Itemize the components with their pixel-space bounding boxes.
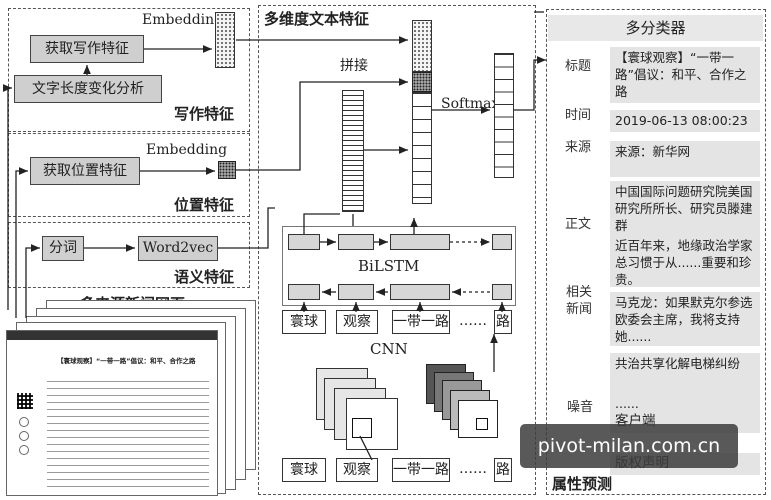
attr-value-noise: 共治共享化解电梯纠纷 <box>610 353 760 393</box>
attr-value-body-cont: 近百年来，地缘政治学家总习惯于从......重要和珍贵。 <box>610 235 760 287</box>
concat-vector-semantic <box>412 92 432 204</box>
attr-value-related: 马克龙：如果默克尔参选欧委会主席，我将支持她...... <box>610 292 760 346</box>
attr-value-noise-more: ...... <box>610 393 760 411</box>
softmax-output-vector <box>494 53 514 178</box>
bilstm-cell-f2 <box>338 234 374 250</box>
concat-label: 拼接 <box>340 58 368 74</box>
writing-extract-box: 获取写作特征 <box>30 35 144 63</box>
bilstm-block <box>282 226 516 306</box>
bilstm-label: BiLSTM <box>358 257 420 275</box>
bilstm-cell-f1 <box>288 234 320 250</box>
attr-value-source: 来源：新华网 <box>610 141 760 177</box>
article-text-lines <box>47 381 209 489</box>
position-embedding-label: Embedding <box>146 142 228 158</box>
classifier-panel <box>546 9 766 495</box>
attr-value-body: 中国国际问题研究院美国研究所所长、研究员滕建群 <box>610 181 760 235</box>
top-token-2: 观察 <box>336 310 378 334</box>
attr-key-source: 来源 <box>565 140 592 155</box>
attribute-prediction-title: 属性预测 <box>552 475 613 493</box>
attr-key-time: 时间 <box>565 108 592 123</box>
bottom-token-5: 路 <box>494 458 512 482</box>
bilstm-cell-b2 <box>338 284 374 300</box>
share-icon-2 <box>19 431 29 441</box>
concat-vector-writing <box>412 20 432 72</box>
news-page-headline: 【寰球观察】“一带一路”倡议：和平、合作之路 <box>57 357 196 365</box>
attr-key-noise: 噪音 <box>567 400 594 415</box>
classifier-title: 多分类器 <box>548 15 763 41</box>
top-token-3: 一带一路 <box>392 310 450 334</box>
position-feature-title: 位置特征 <box>174 196 235 214</box>
bottom-token-1: 寰球 <box>282 458 326 482</box>
position-extract-box: 获取位置特征 <box>30 157 140 185</box>
position-embedding-vector <box>218 161 236 179</box>
top-token-4: …… <box>459 313 487 329</box>
attr-key-title: 标题 <box>565 59 592 74</box>
bilstm-cell-f4 <box>492 234 512 250</box>
word2vec-box: Word2vec <box>138 236 218 261</box>
share-icon-1 <box>19 417 29 427</box>
cnn-feature-cell <box>476 418 488 430</box>
attr-value-time: 2019-06-13 08:00:23 <box>610 110 760 132</box>
qr-code-icon <box>17 393 33 409</box>
bilstm-cell-b3 <box>390 284 450 300</box>
bottom-token-3: 一带一路 <box>392 458 450 482</box>
news-page-topbar <box>7 331 217 340</box>
multi-feature-title: 多维度文本特征 <box>264 10 370 28</box>
attr-key-related: 相关新闻 <box>566 285 593 317</box>
writing-embedding-label: Embedding <box>142 12 224 28</box>
bilstm-cell-b1 <box>288 284 320 300</box>
attr-value-title: 【寰球观察】“一带一路”倡议：和平、合作之路 <box>610 47 760 103</box>
watermark-banner: pivot-milan.com.cn <box>520 424 738 468</box>
softmax-label: Softmax <box>441 96 500 112</box>
bilstm-cell-f3 <box>390 234 450 250</box>
top-token-1: 寰球 <box>282 310 326 334</box>
bilstm-cell-b4 <box>492 284 512 300</box>
length-analysis-box: 文字长度变化分析 <box>14 75 162 103</box>
bottom-token-2: 观察 <box>336 458 378 482</box>
writing-feature-title: 写作特征 <box>174 105 235 123</box>
semantic-vector <box>342 90 364 212</box>
share-icon-3 <box>19 445 29 455</box>
writing-feature-panel <box>8 8 250 132</box>
cnn-label: CNN <box>370 340 408 358</box>
news-page-front: 【寰球观察】“一带一路”倡议：和平、合作之路 <box>6 330 218 496</box>
cnn-kernel <box>352 418 372 438</box>
bottom-token-4: …… <box>459 461 487 477</box>
multi-feature-panel <box>258 5 536 495</box>
semantic-feature-title: 语义特征 <box>174 268 235 286</box>
attr-key-body: 正文 <box>565 217 592 232</box>
top-token-5: 路 <box>494 310 512 334</box>
writing-embedding-vector <box>215 12 235 68</box>
concat-vector-position <box>412 72 432 92</box>
tokenize-box: 分词 <box>42 236 84 261</box>
